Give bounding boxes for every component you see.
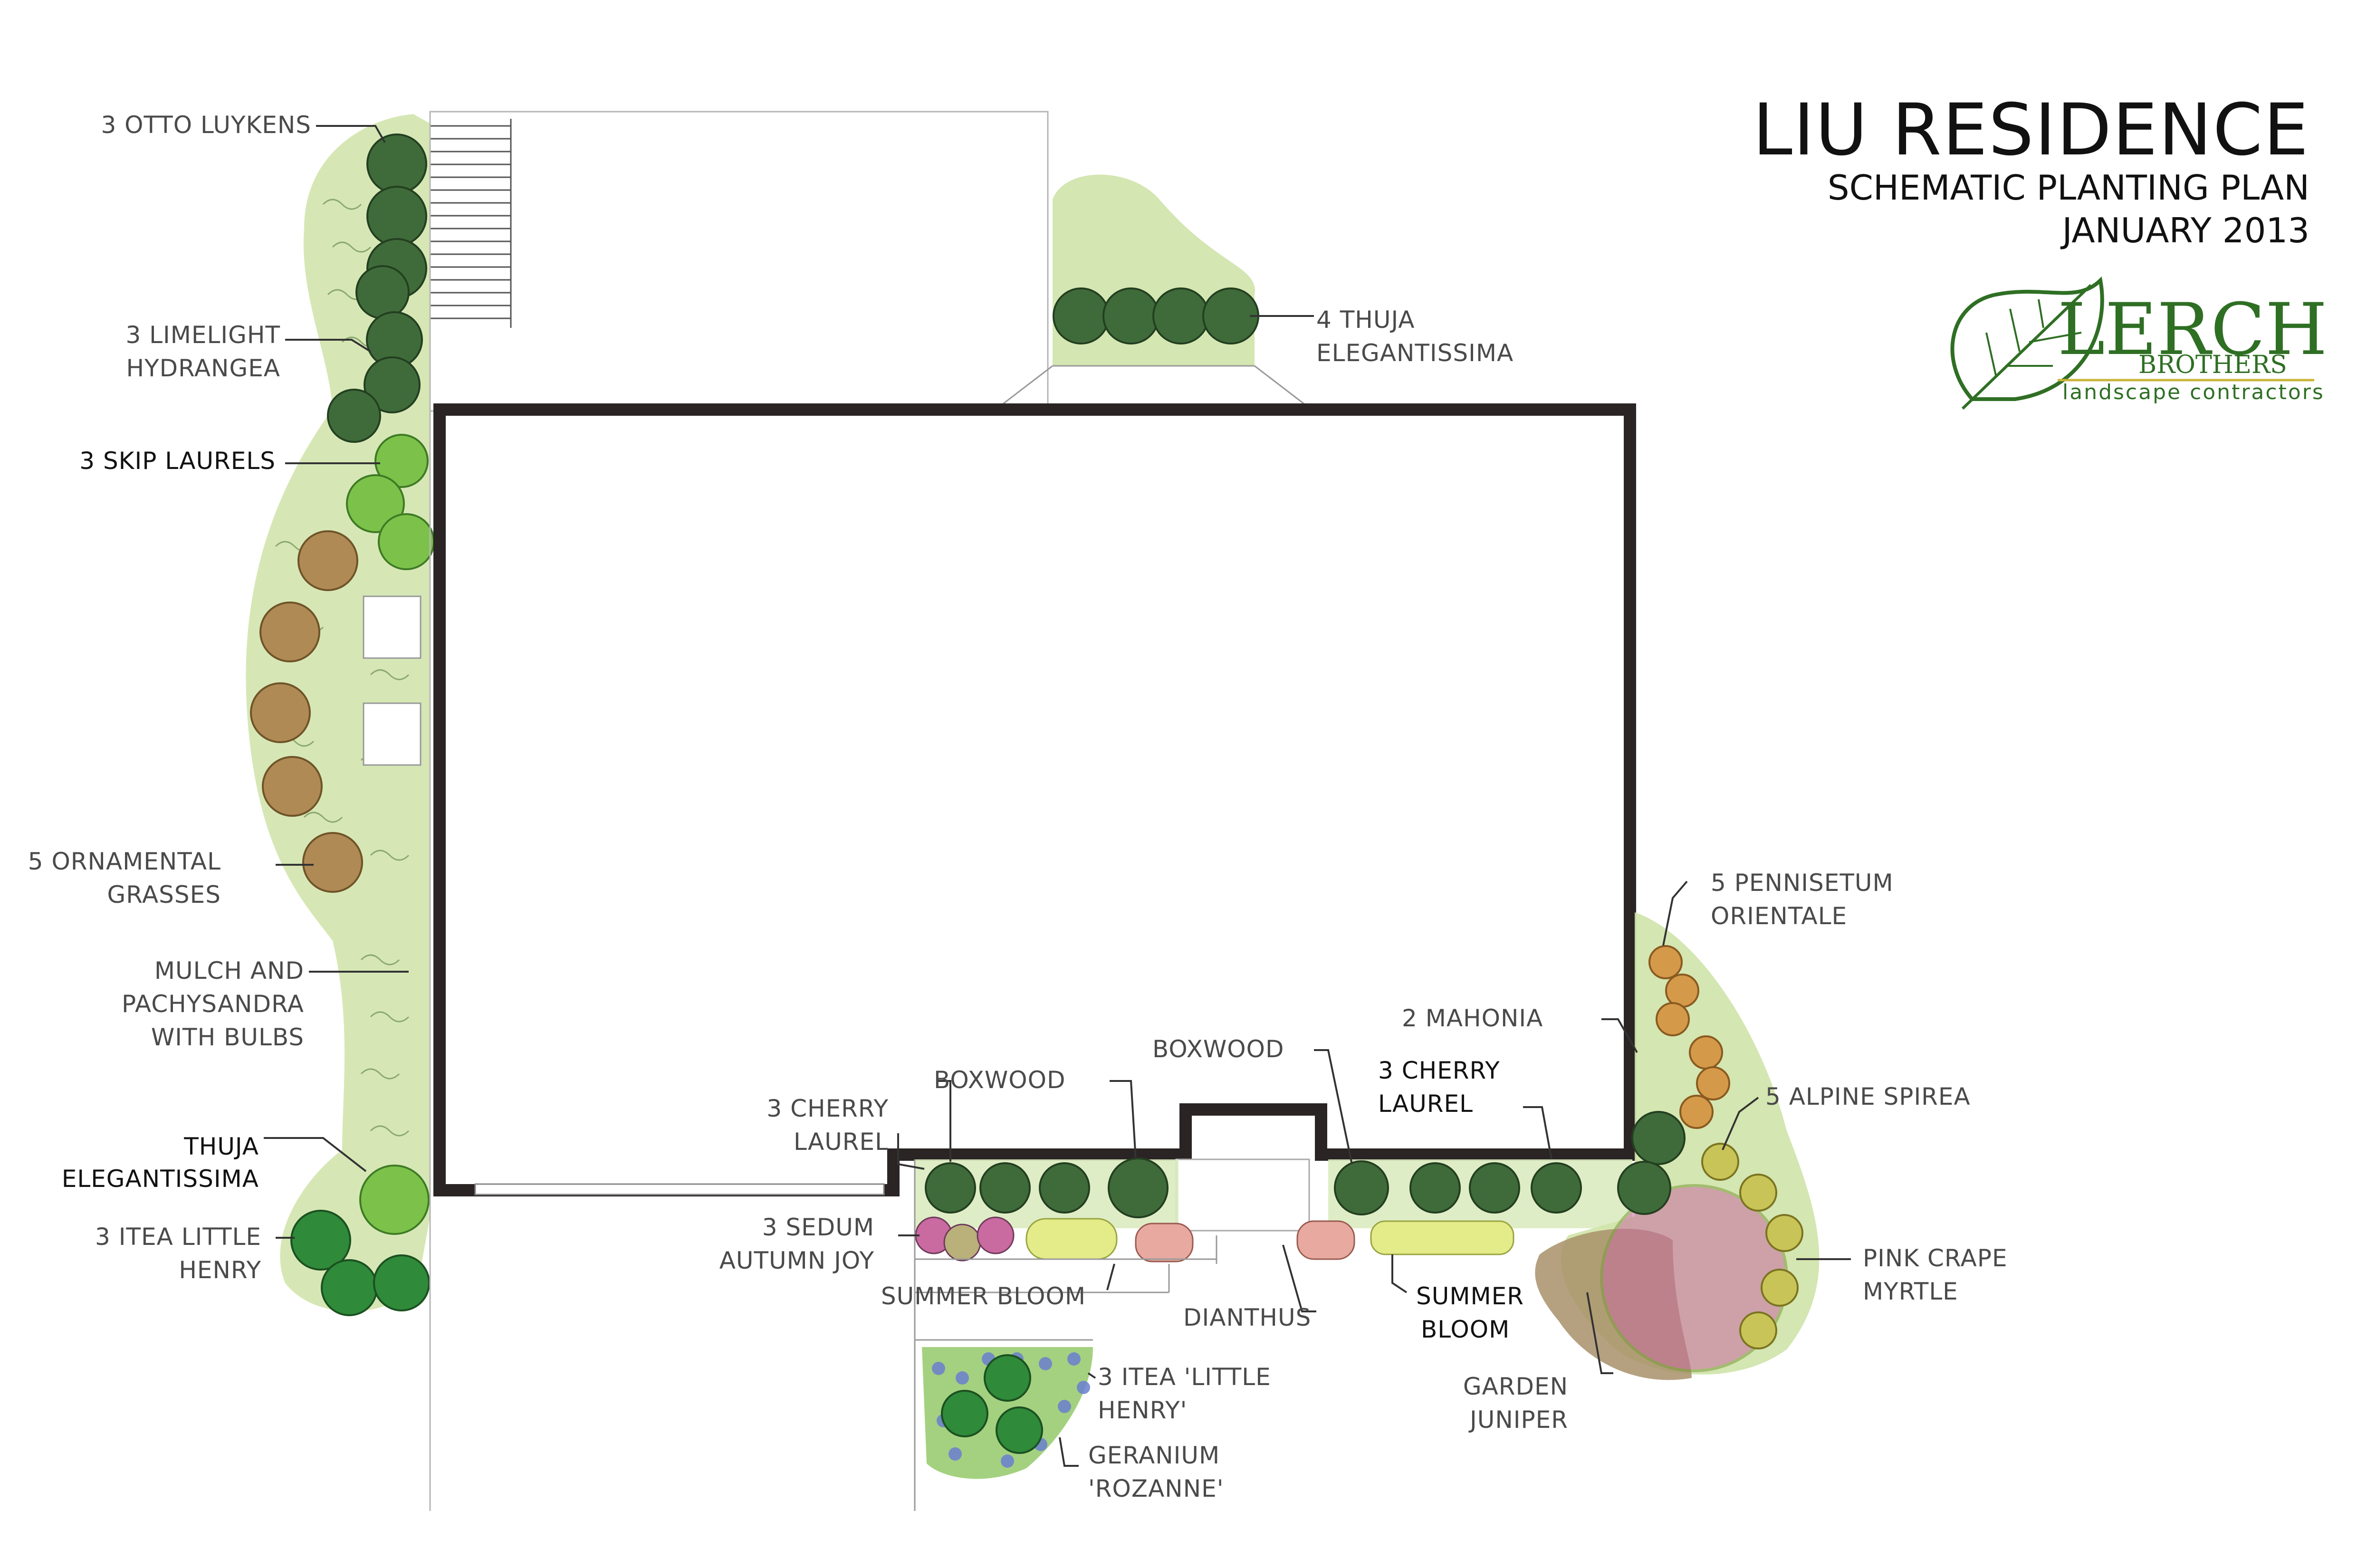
label-otto-luykens: 3 OTTO LUYKENS xyxy=(101,111,311,139)
sedum-autumn-joy xyxy=(915,1216,1015,1262)
label-cherry-left-2: LAUREL xyxy=(794,1128,889,1156)
label-pennisetum-1: 5 PENNISETUM xyxy=(1711,869,1894,897)
label-sedum-2: AUTUMN JOY xyxy=(719,1247,874,1274)
pennisetum-orientale xyxy=(1648,945,1730,1129)
paver-1 xyxy=(363,595,422,659)
label-sedum-1: 3 SEDUM xyxy=(762,1214,874,1241)
left-planting-bed xyxy=(246,114,435,1316)
label-dianthus: DIANTHUS xyxy=(1183,1304,1311,1331)
label-geranium-1: GERANIUM xyxy=(1088,1442,1220,1469)
alpine-spirea xyxy=(1701,1143,1803,1349)
label-crape-2: MYRTLE xyxy=(1863,1278,1958,1305)
dianthus-left xyxy=(1135,1223,1194,1262)
paver-2 xyxy=(363,702,422,766)
otto-luykens-shrubs xyxy=(355,134,427,319)
plant-labels: 3 OTTO LUYKENS 3 LIMELIGHT HYDRANGEA 3 S… xyxy=(28,111,2008,1502)
label-geranium-2: 'ROZANNE' xyxy=(1088,1475,1224,1502)
label-skip-laurels: 3 SKIP LAURELS xyxy=(79,447,276,475)
label-thuja-left-1: THUJA xyxy=(183,1133,259,1160)
itea-bottom-shrubs xyxy=(941,1354,1043,1454)
label-summer-right-2: BLOOM xyxy=(1421,1316,1510,1343)
mahonia-shrubs xyxy=(1617,1111,1686,1215)
label-mulch-3: WITH BULBS xyxy=(151,1023,304,1051)
label-cherry-left-1: 3 CHERRY xyxy=(766,1095,889,1122)
logo-brothers: BROTHERS xyxy=(2138,351,2287,379)
cherry-laurel-left-shrubs xyxy=(925,1162,1090,1214)
label-cherry-right-2: LAUREL xyxy=(1378,1090,1473,1118)
walkway xyxy=(474,1183,885,1195)
itea-geranium-bed xyxy=(922,1347,1093,1479)
label-itea-left-2: HENRY xyxy=(179,1256,261,1284)
thuja-elegantissima-left xyxy=(359,1165,430,1235)
label-ornamental-1: 5 ORNAMENTAL xyxy=(28,848,221,875)
label-mulch-1: MULCH AND xyxy=(154,957,304,985)
top-thuja-bed xyxy=(995,174,1312,411)
plan-subtitle: SCHEMATIC PLANTING PLAN xyxy=(1828,168,2309,208)
boxwood-right-shrub xyxy=(1334,1160,1389,1215)
label-boxwood-right: BOXWOOD xyxy=(1152,1035,1284,1063)
leader-lines xyxy=(264,125,1851,1467)
label-itea-bottom-1: 3 ITEA 'LITTLE xyxy=(1098,1363,1271,1391)
itea-left-shrubs xyxy=(290,1210,430,1316)
front-bed xyxy=(914,1157,1632,1511)
limelight-hydrangea-shrubs xyxy=(327,311,423,443)
summer-bloom-left xyxy=(1025,1218,1118,1260)
label-thuja-top-1: 4 THUJA xyxy=(1316,306,1415,334)
label-itea-left-1: 3 ITEA LITTLE xyxy=(95,1223,261,1251)
plan-date: JANUARY 2013 xyxy=(2060,210,2309,250)
label-crape-1: PINK CRAPE xyxy=(1863,1244,2008,1272)
title-block: LIU RESIDENCE SCHEMATIC PLANTING PLAN JA… xyxy=(1753,89,2309,250)
front-stoop xyxy=(1175,1158,1310,1232)
label-itea-bottom-2: HENRY' xyxy=(1098,1396,1187,1424)
logo-tagline: landscape contractors xyxy=(2062,380,2325,404)
label-juniper-2: JUNIPER xyxy=(1468,1406,1568,1434)
label-cherry-right-1: 3 CHERRY xyxy=(1378,1057,1500,1084)
dianthus-right xyxy=(1296,1220,1355,1260)
label-summer-left: SUMMER BLOOM xyxy=(881,1282,1086,1310)
label-thuja-top-2: ELEGANTISSIMA xyxy=(1316,339,1514,367)
label-mulch-2: PACHYSANDRA xyxy=(122,990,304,1018)
label-pennisetum-2: ORIENTALE xyxy=(1711,902,1847,930)
label-alpine-spirea: 5 ALPINE SPIREA xyxy=(1765,1083,1971,1110)
label-summer-right-1: SUMMER xyxy=(1416,1282,1524,1310)
label-boxwood-left: BOXWOOD xyxy=(934,1066,1065,1094)
label-limelight-2: HYDRANGEA xyxy=(126,354,280,382)
ornamental-grasses xyxy=(250,530,363,893)
plan-title: LIU RESIDENCE xyxy=(1753,89,2309,172)
label-juniper-1: GARDEN xyxy=(1463,1373,1568,1400)
company-logo: LERCH BROTHERS landscape contractors xyxy=(1950,276,2328,410)
thuja-top-shrubs xyxy=(1053,287,1259,344)
label-mahonia: 2 MAHONIA xyxy=(1402,1004,1543,1032)
leaf-icon xyxy=(1950,276,2104,410)
label-thuja-left-2: ELEGANTISSIMA xyxy=(62,1165,259,1193)
label-limelight-1: 3 LIMELIGHT xyxy=(125,321,280,349)
cherry-laurel-right-shrubs xyxy=(1409,1162,1582,1214)
right-planting-bed xyxy=(1535,912,1820,1380)
summer-bloom-right xyxy=(1370,1220,1514,1255)
label-ornamental-2: GRASSES xyxy=(107,881,221,908)
logo-wordmark: LERCH xyxy=(2058,288,2328,371)
boxwood-left-shrub xyxy=(1108,1157,1169,1218)
